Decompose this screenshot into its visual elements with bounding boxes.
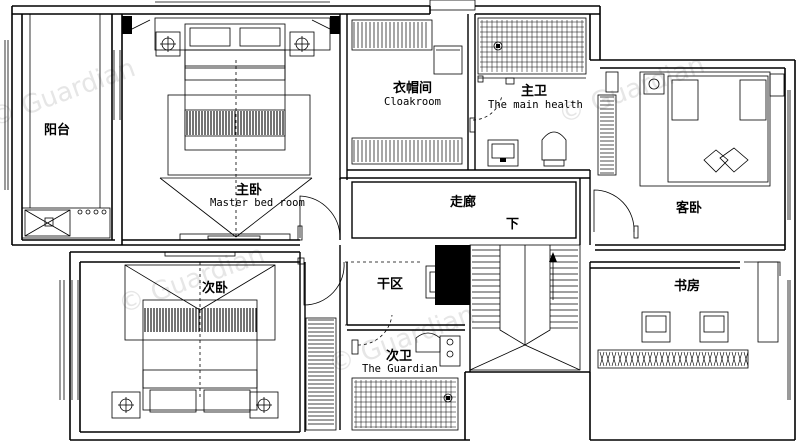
- study-furniture: [597, 261, 781, 369]
- cloak-rail-top: [353, 22, 459, 162]
- balcony-fixtures: [21, 14, 111, 239]
- structural-column: [435, 245, 470, 305]
- guest-bath-fixtures: [351, 314, 461, 431]
- corridor-label: 走廊: [450, 194, 476, 210]
- wardrobe-hatch-guest: [600, 96, 614, 174]
- dry-area-fixtures: [297, 257, 459, 326]
- watermark-1: © Guardian: [0, 53, 139, 134]
- master-bath-label-en: The main health: [488, 99, 583, 111]
- study-shelf-pattern: [599, 351, 749, 367]
- balcony-label: 阳台: [44, 122, 70, 138]
- cloakroom-label-en: Cloakroom: [384, 96, 441, 108]
- second-wardrobe-hatch: [308, 319, 334, 425]
- master-bath-fixtures: [477, 17, 587, 167]
- outer-walls: [11, 5, 796, 441]
- stair-treads: [472, 249, 578, 329]
- stair-down-label: 下: [506, 217, 519, 232]
- guest-bedroom-furniture: [593, 71, 785, 239]
- master-bath-label: 主卫: [521, 83, 547, 99]
- master-bedroom-label-en: Master bed room: [210, 197, 305, 209]
- study-label: 书房: [674, 278, 700, 294]
- cloakroom-label: 衣帽间: [393, 80, 432, 96]
- shower-tiles: [354, 380, 456, 428]
- master-bedroom-label: 主卧: [236, 182, 262, 198]
- second-bedroom-furniture: [71, 251, 337, 431]
- cloakroom-fixtures: [351, 19, 503, 165]
- guest-bath-label-en: The Guardian: [362, 363, 438, 375]
- staircase: [469, 244, 581, 371]
- dry-area-label: 干区: [377, 277, 403, 292]
- windows: [4, 0, 791, 400]
- guest-bath-label: 次卫: [386, 348, 412, 364]
- master-bedroom-door: [297, 195, 341, 241]
- interior-walls: [122, 14, 785, 432]
- second-bedroom-label: 次卧: [202, 280, 228, 296]
- stripes-master: [186, 111, 284, 135]
- second-bedroom-spread: [144, 308, 257, 332]
- guest-bedroom-label: 客卧: [676, 200, 702, 216]
